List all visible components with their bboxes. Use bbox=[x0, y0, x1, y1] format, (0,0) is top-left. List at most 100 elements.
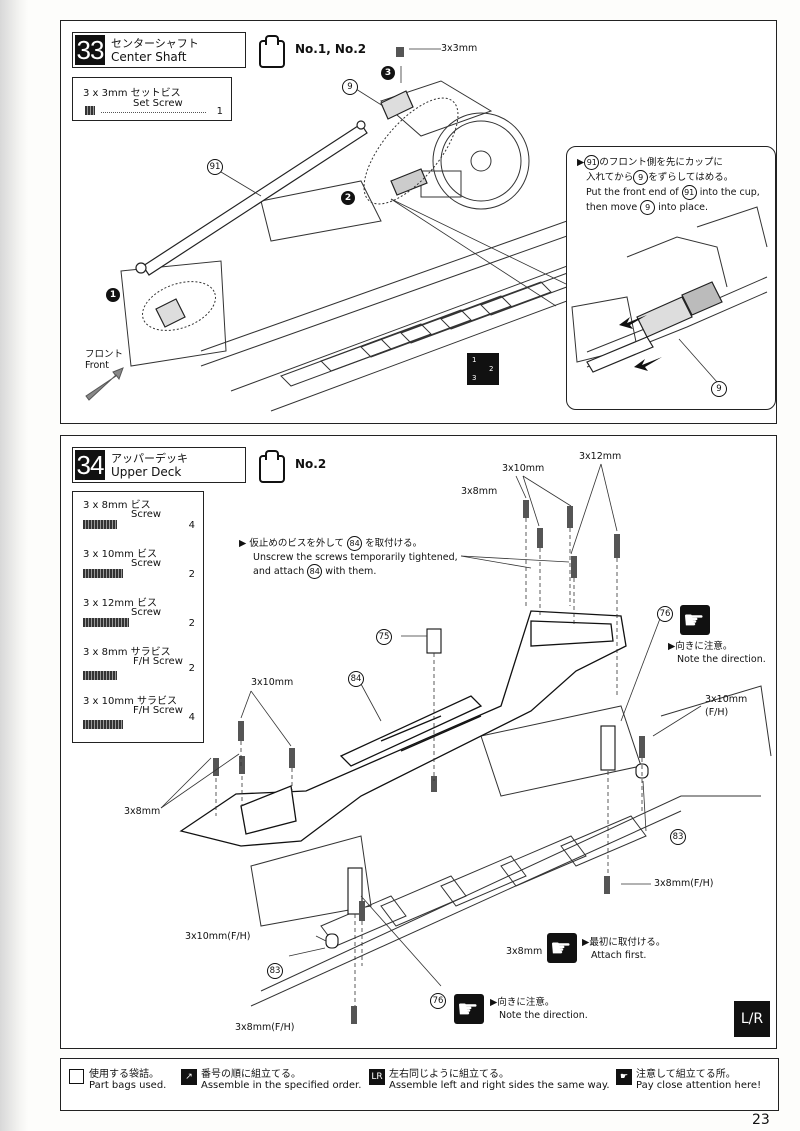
attention-legend-icon: ☛ bbox=[616, 1069, 632, 1085]
label-3x10-fh-left: 3x10mm(F/H) bbox=[185, 931, 251, 942]
legend-bag-jp: 使用する袋詰。 bbox=[89, 1069, 159, 1080]
unscrew-note-en-3: with them. bbox=[325, 566, 377, 577]
step-34-parts-list: 3 x 8mm ビス Screw 4 3 x 10mm ビス Screw 2 3… bbox=[72, 491, 204, 743]
order-mark-3: 3 bbox=[472, 374, 477, 382]
part-name: 3 x 3mm セットビス bbox=[83, 88, 181, 99]
left-right-legend-icon: LR bbox=[369, 1069, 385, 1085]
page-binding-shadow bbox=[0, 0, 28, 1131]
legend-lr-jp: 左右同じように組立てる。 bbox=[389, 1069, 509, 1080]
inset-note-jp-3: をずらしてはめる。 bbox=[648, 172, 734, 183]
unscrew-note: ▶ 仮止めのビスを外して 84 を取付ける。 Unscrew the screw… bbox=[239, 536, 509, 579]
label-3x10-left: 3x10mm bbox=[251, 677, 294, 688]
inset-note-en-2: into the cup, bbox=[699, 187, 760, 198]
screw-3x8-icon bbox=[83, 520, 117, 529]
part-bag-legend-icon bbox=[69, 1069, 84, 1084]
part-type: F/H Screw bbox=[133, 656, 183, 667]
direction-note-2: ▶向きに注意。 Note the direction. bbox=[490, 996, 600, 1022]
part-type: Screw bbox=[131, 558, 162, 569]
attention-hand-icon bbox=[680, 605, 710, 635]
step-title-jp: センターシャフト bbox=[111, 37, 199, 50]
part-qty: 2 bbox=[188, 569, 195, 580]
step-33-parts-list: 3 x 3mm セットビス Set Screw 1 bbox=[72, 77, 232, 121]
unscrew-note-jp-1: 仮止めのビスを外して bbox=[249, 538, 345, 549]
inset-note-en-ref-91: 91 bbox=[681, 185, 697, 200]
part-number-91: 91 bbox=[207, 159, 223, 175]
page-number: 23 bbox=[752, 1112, 770, 1128]
direction-note-2-jp: ▶向きに注意。 bbox=[490, 997, 555, 1008]
step-number: 33 bbox=[75, 35, 105, 65]
part-number-76-bottom: 76 bbox=[430, 993, 446, 1009]
inset-note-en-line2: then move 9 into place. bbox=[577, 200, 772, 215]
fh-screw-3x8-icon bbox=[83, 671, 117, 680]
part-type: Set Screw bbox=[133, 98, 183, 109]
step-title-en: Center Shaft bbox=[111, 50, 187, 64]
inset-note-en-ref-9: 9 bbox=[640, 200, 656, 215]
inset-note-ref-9: 9 bbox=[633, 170, 649, 185]
part-number-75: 75 bbox=[376, 629, 392, 645]
direction-note-2-jp-text: 向きに注意。 bbox=[497, 997, 555, 1008]
attach-first-jp-text: 最初に取付ける。 bbox=[589, 937, 666, 948]
sequence-step-2: 2 bbox=[341, 191, 355, 205]
part-qty: 2 bbox=[188, 618, 195, 629]
label-3x10-top: 3x10mm bbox=[502, 463, 545, 474]
direction-note-1-jp-text: 向きに注意。 bbox=[675, 641, 733, 652]
inset-part-9: 9 bbox=[711, 381, 727, 397]
part-bag-icon bbox=[259, 450, 285, 483]
bag-number: No.1, No.2 bbox=[295, 42, 367, 56]
screw-size-label: 3x3mm bbox=[441, 43, 478, 54]
part-number-76-right: 76 bbox=[657, 606, 673, 622]
part-name: 3 x 10mm サラビス bbox=[83, 696, 178, 707]
sequence-step-1: 1 bbox=[106, 288, 120, 302]
screw-3x10-icon bbox=[83, 569, 123, 578]
legend-bag-en: Part bags used. bbox=[89, 1080, 167, 1091]
fh-screw-3x10-icon bbox=[83, 720, 123, 729]
part-qty: 1 bbox=[216, 106, 223, 117]
part-row: 3 x 8mm サラビス F/H Screw 2 bbox=[73, 643, 203, 691]
part-row: 3 x 12mm ビス Screw 2 bbox=[73, 594, 203, 642]
unscrew-note-jp: ▶ 仮止めのビスを外して 84 を取付ける。 bbox=[239, 536, 423, 551]
front-label-en: Front bbox=[85, 360, 110, 371]
part-number-9: 9 bbox=[342, 79, 358, 95]
order-mark-2: 2 bbox=[489, 365, 494, 373]
part-qty: 4 bbox=[188, 520, 195, 531]
label-3x8-top: 3x8mm bbox=[461, 486, 498, 497]
label-3x12-top: 3x12mm bbox=[579, 451, 622, 462]
attention-hand-icon bbox=[454, 994, 484, 1024]
step-number: 34 bbox=[75, 450, 105, 480]
attach-first-note: ▶最初に取付ける。 Attach first. bbox=[582, 936, 682, 962]
left-right-mark-icon: L/R bbox=[734, 1001, 770, 1037]
sequence-step-3: 3 bbox=[381, 66, 395, 80]
step-title-en: Upper Deck bbox=[111, 465, 182, 479]
part-name: 3 x 8mm サラビス bbox=[83, 647, 171, 658]
legend-attention-jp: 注意して組立てる所。 bbox=[636, 1069, 736, 1080]
unscrew-note-ref-84: 84 bbox=[347, 536, 363, 551]
part-name: 3 x 12mm ビス bbox=[83, 598, 158, 609]
inset-note-jp-2: 入れてから bbox=[586, 172, 634, 183]
unscrew-note-en-2: and attach bbox=[253, 566, 305, 577]
inset-cup-illustration bbox=[571, 206, 768, 383]
part-number-83-left: 83 bbox=[267, 963, 283, 979]
part-leader bbox=[101, 112, 206, 113]
inset-note-en-4: into place. bbox=[658, 202, 709, 213]
step-34-header: 34 アッパーデッキ Upper Deck bbox=[72, 447, 246, 483]
unscrew-note-en-ref-84: 84 bbox=[307, 564, 323, 579]
inset-note-jp-1: のフロント側を先にカップに bbox=[599, 157, 723, 168]
part-qty: 4 bbox=[188, 712, 195, 723]
label-3x8-fh-right: 3x8mm(F/H) bbox=[654, 878, 714, 889]
label-3x8-bottom: 3x8mm bbox=[506, 946, 543, 957]
direction-note-1-en: Note the direction. bbox=[677, 654, 766, 665]
part-name: 3 x 10mm ビス bbox=[83, 549, 158, 560]
legend-sequence-jp: 番号の順に組立てる。 bbox=[201, 1069, 301, 1080]
part-bag-icon bbox=[259, 35, 285, 68]
unscrew-note-jp-2: を取付ける。 bbox=[365, 538, 423, 549]
part-name: 3 x 8mm ビス bbox=[83, 500, 151, 511]
step-34-panel: 34 アッパーデッキ Upper Deck No.2 3 x 8mm ビス Sc… bbox=[60, 435, 777, 1049]
label-3x8-left: 3x8mm bbox=[124, 806, 161, 817]
part-number-84: 84 bbox=[348, 671, 364, 687]
part-type: F/H Screw bbox=[133, 705, 183, 716]
inset-note-ref-91: 91 bbox=[584, 155, 600, 170]
